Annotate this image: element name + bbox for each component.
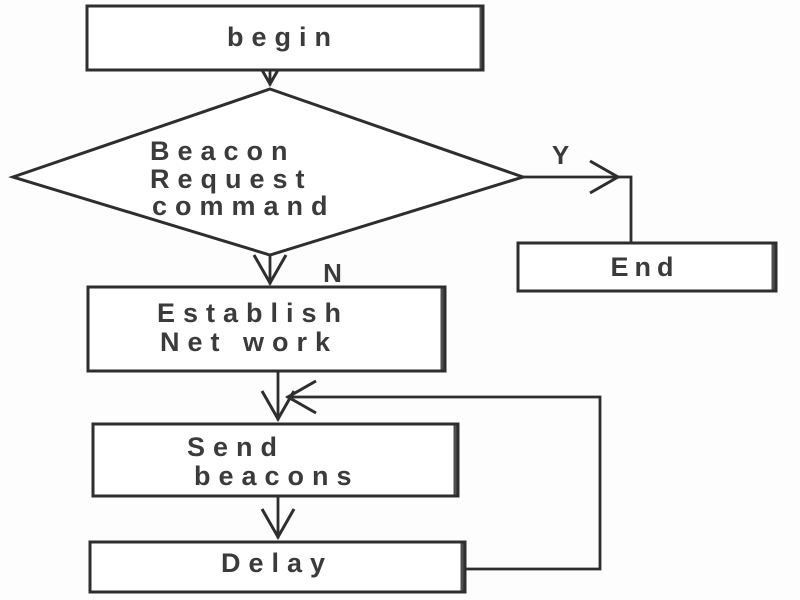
delay-label: Delay <box>221 548 333 578</box>
begin-label: begin <box>227 22 339 52</box>
begin-node <box>85 4 485 72</box>
edge-label-yes: Y <box>552 140 570 170</box>
edge-decision-yes-elbow-to-end <box>616 175 633 245</box>
edge-label-no: N <box>323 258 343 288</box>
establish-label-line2: Net work <box>160 327 338 357</box>
decision-label-line3: command <box>152 191 336 221</box>
end-label: End <box>611 252 680 282</box>
send-label-line1: Send <box>187 432 285 462</box>
flow-labels: begin Beacon Request command Y N End Est… <box>150 22 680 578</box>
decision-label-line2: Request <box>150 164 313 194</box>
establish-network-node <box>86 285 447 373</box>
send-beacons-node <box>91 422 460 498</box>
edge-delay-loop-back <box>284 379 602 571</box>
delay-node <box>88 540 467 594</box>
decision-diamond <box>8 87 528 257</box>
send-label-line2: beacons <box>194 461 360 491</box>
end-node <box>516 241 778 293</box>
decision-label-line1: Beacon <box>150 136 296 166</box>
flow-edges <box>252 55 633 571</box>
establish-label-line1: Establish <box>157 298 349 328</box>
flow-nodes <box>8 4 778 594</box>
